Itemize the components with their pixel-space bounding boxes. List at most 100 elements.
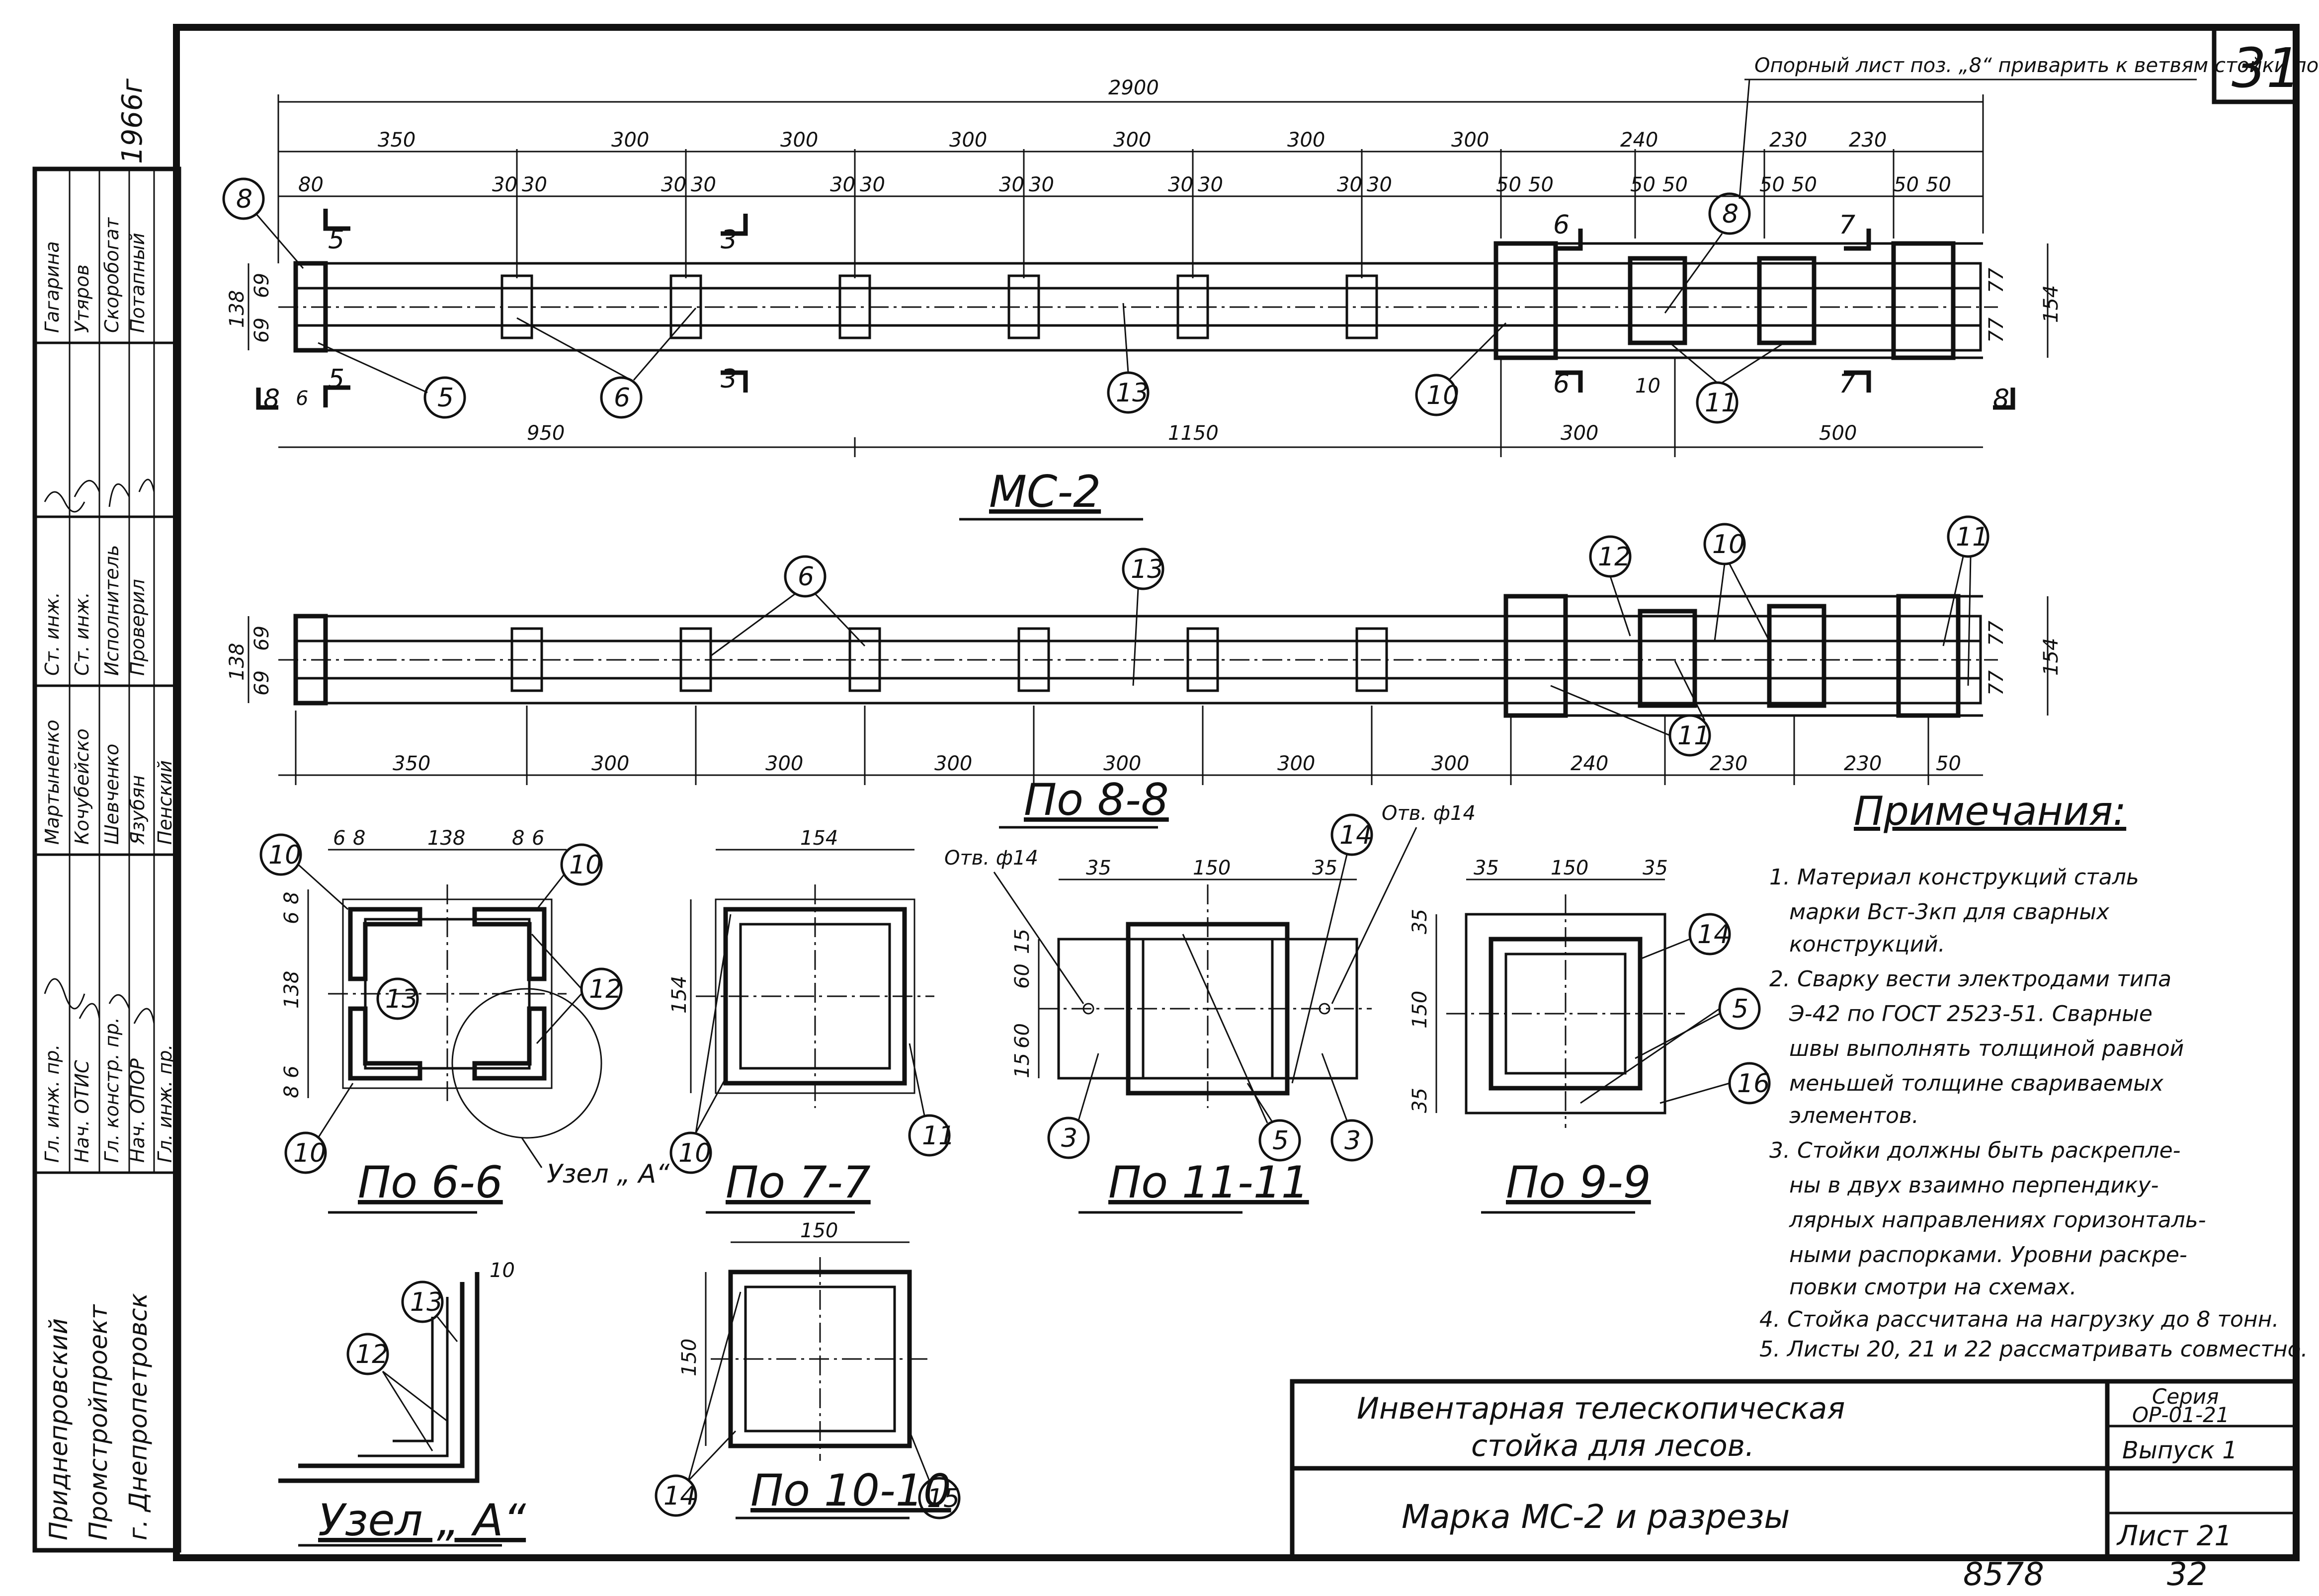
- svg-text:35: 35: [1643, 857, 1668, 879]
- plan-callouts: 6 13 12 10 11 11: [710, 515, 1989, 757]
- plan-battens: [510, 627, 1388, 692]
- note-line-10: ны в двух взаимно перпендику-: [1789, 1173, 2158, 1198]
- svg-text:150: 150: [1551, 857, 1588, 879]
- elevation-sub-dims: 80 30 30 30 30 30 30 30 30 30 30 30 30 5…: [298, 173, 1951, 196]
- svg-text:69: 69: [250, 318, 273, 343]
- stamp-role-7: Ст. инж.: [71, 592, 93, 676]
- svg-text:14: 14: [1339, 820, 1372, 850]
- svg-text:7: 7: [1839, 369, 1855, 399]
- svg-text:10: 10: [1426, 381, 1459, 410]
- svg-text:50: 50: [1792, 173, 1817, 196]
- svg-text:7: 7: [1839, 210, 1855, 240]
- stamp-strip: 1966г Гл. инж. пр. Нач. ОТИС Гл. констр.…: [32, 78, 181, 1553]
- svg-text:35: 35: [1312, 857, 1337, 879]
- svg-text:69: 69: [250, 273, 273, 298]
- svg-text:350: 350: [378, 129, 415, 152]
- svg-text:10: 10: [1712, 530, 1745, 559]
- svg-text:138: 138: [427, 827, 465, 850]
- svg-text:240: 240: [1571, 752, 1608, 775]
- note-line-7: меньшей толщине свариваемых: [1789, 1071, 2164, 1096]
- svg-text:50: 50: [1496, 173, 1521, 196]
- node-a-title: Узел „ А“: [318, 1495, 526, 1546]
- support-note: Опорный лист поз. „8“ приварить к ветвям…: [1754, 54, 2319, 77]
- svg-text:6: 6: [333, 827, 345, 850]
- note-line-1: 1. Материал конструкций сталь: [1769, 865, 2139, 890]
- svg-text:3: 3: [721, 225, 737, 255]
- svg-text:150: 150: [678, 1339, 701, 1376]
- svg-text:16: 16: [1737, 1069, 1770, 1099]
- svg-text:11: 11: [1677, 721, 1710, 751]
- svg-text:12: 12: [1598, 542, 1631, 572]
- plan-8-8: 138 69 69 77 77 154 350 300 300 300 300 …: [226, 515, 2063, 829]
- note-line-14: 4. Стойка рассчитана на нагрузку до 8 то…: [1759, 1307, 2279, 1332]
- note-line-6: швы выполнять толщиной равной: [1789, 1036, 2184, 1061]
- svg-text:300: 300: [1277, 752, 1315, 775]
- section-11-11-title: По 11-11: [1108, 1157, 1309, 1208]
- svg-text:950: 950: [527, 422, 565, 445]
- svg-text:11: 11: [922, 1121, 955, 1151]
- svg-text:230: 230: [1849, 129, 1887, 152]
- notes: Примечания: 1. Материал конструкций стал…: [1759, 788, 2308, 1362]
- svg-text:50: 50: [1936, 752, 1961, 775]
- svg-text:69: 69: [250, 626, 273, 651]
- svg-text:10: 10: [678, 1138, 711, 1168]
- svg-text:150: 150: [800, 1219, 838, 1242]
- stamp-role-1: Гл. инж. пр.: [41, 1044, 63, 1163]
- svg-text:6: 6: [614, 383, 630, 413]
- svg-text:30: 30: [492, 173, 517, 196]
- note-line-8: элементов.: [1789, 1103, 1919, 1128]
- stamp-role-8: Исполнитель: [101, 545, 123, 676]
- stamp-role-2: Нач. ОТИС: [71, 1060, 93, 1163]
- svg-text:77: 77: [1985, 670, 2008, 696]
- svg-text:50: 50: [1662, 173, 1688, 196]
- svg-text:300: 300: [611, 129, 649, 152]
- svg-text:8: 8: [512, 827, 524, 850]
- svg-text:11: 11: [1705, 388, 1738, 418]
- svg-text:3: 3: [1344, 1126, 1361, 1156]
- svg-text:500: 500: [1819, 422, 1857, 445]
- svg-text:230: 230: [1844, 752, 1882, 775]
- svg-text:300: 300: [591, 752, 629, 775]
- svg-text:80: 80: [298, 173, 324, 196]
- svg-text:8: 8: [263, 384, 280, 414]
- svg-text:154: 154: [2040, 638, 2063, 676]
- svg-text:30: 30: [1168, 173, 1193, 196]
- svg-text:13: 13: [1131, 555, 1163, 584]
- elevation-sleeve-plates: [1493, 241, 1983, 360]
- stamp-org-1: Приднепровский: [44, 1318, 73, 1540]
- svg-text:35: 35: [1408, 1088, 1431, 1113]
- svg-text:30: 30: [1029, 173, 1054, 196]
- stamp-name-7: Утяров: [71, 264, 93, 333]
- elevation-battens: [500, 274, 1378, 339]
- dim-overall: 2900: [1108, 77, 1159, 99]
- stamp-role-4: Нач. ОПОР: [127, 1058, 149, 1163]
- svg-text:30: 30: [691, 173, 716, 196]
- svg-text:5: 5: [437, 383, 454, 413]
- svg-text:5: 5: [328, 364, 344, 394]
- svg-text:8: 8: [280, 892, 303, 904]
- svg-text:6: 6: [296, 387, 308, 410]
- svg-text:13: 13: [1116, 378, 1149, 408]
- note-line-12: ными распорками. Уровни раскре-: [1789, 1242, 2187, 1268]
- title-name-1: Инвентарная телескопическая: [1357, 1391, 1845, 1426]
- svg-text:6: 6: [798, 562, 814, 592]
- title-issue: Выпуск 1: [2122, 1436, 2237, 1464]
- note-line-15: 5. Листы 20, 21 и 22 рассматривать совме…: [1759, 1337, 2308, 1362]
- svg-text:138: 138: [226, 290, 248, 328]
- svg-text:50: 50: [1528, 173, 1554, 196]
- svg-text:300: 300: [1103, 752, 1141, 775]
- stamp-role-5: Гл. инж. пр.: [154, 1044, 176, 1163]
- svg-text:8: 8: [353, 827, 365, 850]
- title-series-label: Серия: [2152, 1384, 2219, 1409]
- svg-text:30: 30: [661, 173, 686, 196]
- sheet-bottom-number-2: 32: [2167, 1556, 2207, 1593]
- svg-text:350: 350: [393, 752, 430, 775]
- section-10-10-title: По 10-10: [750, 1465, 951, 1516]
- svg-text:50: 50: [1926, 173, 1951, 196]
- svg-text:230: 230: [1769, 129, 1807, 152]
- svg-text:6: 6: [280, 1066, 303, 1078]
- svg-text:35: 35: [1408, 909, 1431, 934]
- stamp-role-3: Гл. констр. пр.: [101, 1017, 123, 1163]
- svg-text:Узел „ А“: Узел „ А“: [547, 1159, 670, 1189]
- svg-text:8: 8: [1722, 199, 1739, 229]
